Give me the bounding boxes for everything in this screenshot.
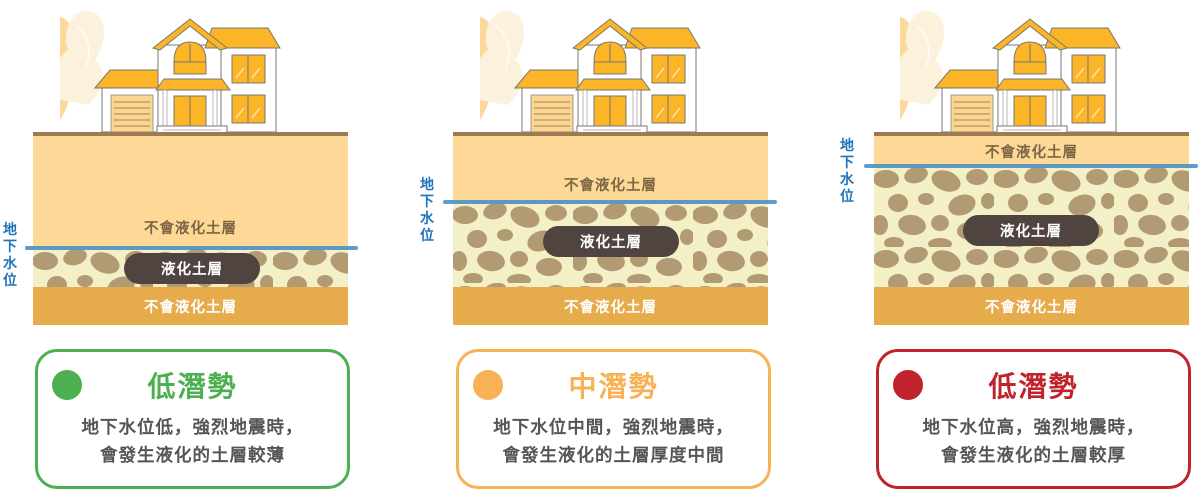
card-description: 地下水位中間，強烈地震時， 會發生液化的土層厚度中間 [493, 418, 734, 466]
liquefiable-layer-pill: 液化土層 [543, 226, 679, 257]
potential-card-low: 低潛勢 地下水位低，強烈地震時， 會發生液化的土層較薄 [35, 349, 350, 489]
ground-surface [33, 132, 348, 136]
groundwater-line [443, 200, 777, 204]
card-description: 地下水位高，強烈地震時， 會發生液化的土層較厚 [922, 418, 1145, 466]
potential-card-medium: 中潛勢 地下水位中間，強烈地震時， 會發生液化的土層厚度中間 [456, 349, 771, 489]
non-liquefiable-upper-layer: 不會液化土層 [874, 136, 1189, 167]
groundwater-line [864, 164, 1198, 168]
non-liquefiable-upper-layer: 不會液化土層 [453, 136, 768, 203]
non-liquefiable-upper-layer: 不會液化土層 [33, 136, 348, 249]
groundwater-label: 地下水位 [3, 222, 17, 289]
upper-layer-label: 不會液化土層 [144, 221, 237, 237]
ground-surface [874, 132, 1189, 136]
non-liquefiable-lower-layer: 不會液化土層 [33, 287, 348, 325]
lower-layer-label: 不會液化土層 [985, 299, 1078, 316]
upper-layer-label: 不會液化土層 [985, 145, 1078, 161]
card-title: 中潛勢 [568, 370, 659, 403]
status-dot-orange [473, 370, 503, 400]
house-illustration [900, 10, 1121, 135]
card-title: 低潛勢 [988, 370, 1079, 403]
upper-layer-label: 不會液化土層 [564, 178, 657, 194]
card-description: 地下水位低，強烈地震時， 會發生液化的土層較薄 [81, 418, 304, 466]
house-illustration [480, 10, 701, 135]
groundwater-label: 地下水位 [420, 177, 434, 244]
status-dot-green [52, 370, 82, 400]
soil-cross-section: 不會液化土層 不會液化土層 [33, 132, 348, 325]
liquefiable-layer-pill: 液化土層 [124, 253, 260, 284]
liquefiable-layer [874, 167, 1189, 287]
soil-cross-section: 不會液化土層 不會液化土層 [874, 132, 1189, 325]
card-title: 低潛勢 [147, 370, 238, 403]
non-liquefiable-lower-layer: 不會液化土層 [874, 287, 1189, 325]
non-liquefiable-lower-layer: 不會液化土層 [453, 287, 768, 325]
potential-card-high: 低潛勢 地下水位高，強烈地震時， 會發生液化的土層較厚 [876, 349, 1191, 489]
groundwater-line [25, 246, 358, 250]
ground-surface [453, 132, 768, 136]
liquefiable-layer-pill: 液化土層 [963, 215, 1099, 246]
house-illustration [60, 10, 281, 135]
lower-layer-label: 不會液化土層 [564, 299, 657, 316]
status-dot-red [893, 370, 923, 400]
groundwater-label: 地下水位 [840, 138, 854, 205]
lower-layer-label: 不會液化土層 [144, 299, 237, 316]
